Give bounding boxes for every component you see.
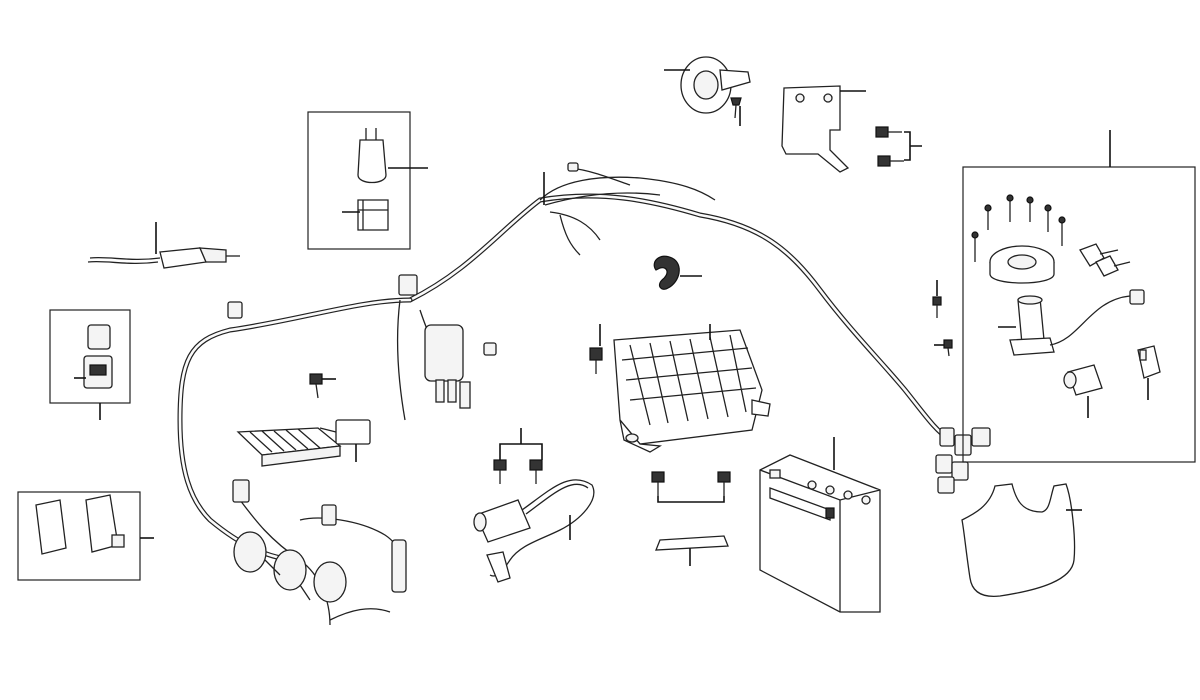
leader-25 [904, 131, 922, 161]
leader-17a [657, 496, 725, 503]
flasher-22 [35, 494, 125, 555]
spark-plug-wire [87, 247, 240, 269]
clip-20 [653, 255, 680, 290]
bolts-17a [651, 471, 731, 496]
bolts-18b [493, 459, 543, 484]
horn [680, 56, 751, 114]
ignition-coil [473, 479, 595, 583]
ignition-switch-10 [1009, 289, 1145, 356]
screw-15b [943, 339, 953, 357]
screw-15a [932, 296, 942, 318]
bolt-12 [730, 97, 742, 119]
bolt-17b [589, 347, 603, 374]
box-2 [49, 309, 131, 404]
bolts-25 [875, 126, 904, 167]
regulator-rectifier [236, 419, 371, 467]
battery-box-19 [613, 329, 771, 453]
fuel-cap-assembly [971, 194, 1066, 284]
box-13 [962, 166, 1196, 463]
main-wiring-harness [177, 162, 991, 626]
cover-21 [961, 483, 1076, 598]
leader-18b [499, 428, 543, 460]
box-3 [307, 111, 411, 250]
relay-24 [83, 324, 113, 389]
box-9 [17, 491, 141, 581]
battery [759, 454, 881, 613]
battery-strap-16 [655, 535, 729, 551]
fuse-holder-3 [357, 128, 389, 231]
seat-lock-26 [1063, 364, 1103, 396]
bolt-18a [309, 373, 323, 399]
keys [1079, 243, 1131, 277]
latch-27 [1137, 345, 1161, 379]
bracket-14 [781, 85, 850, 173]
